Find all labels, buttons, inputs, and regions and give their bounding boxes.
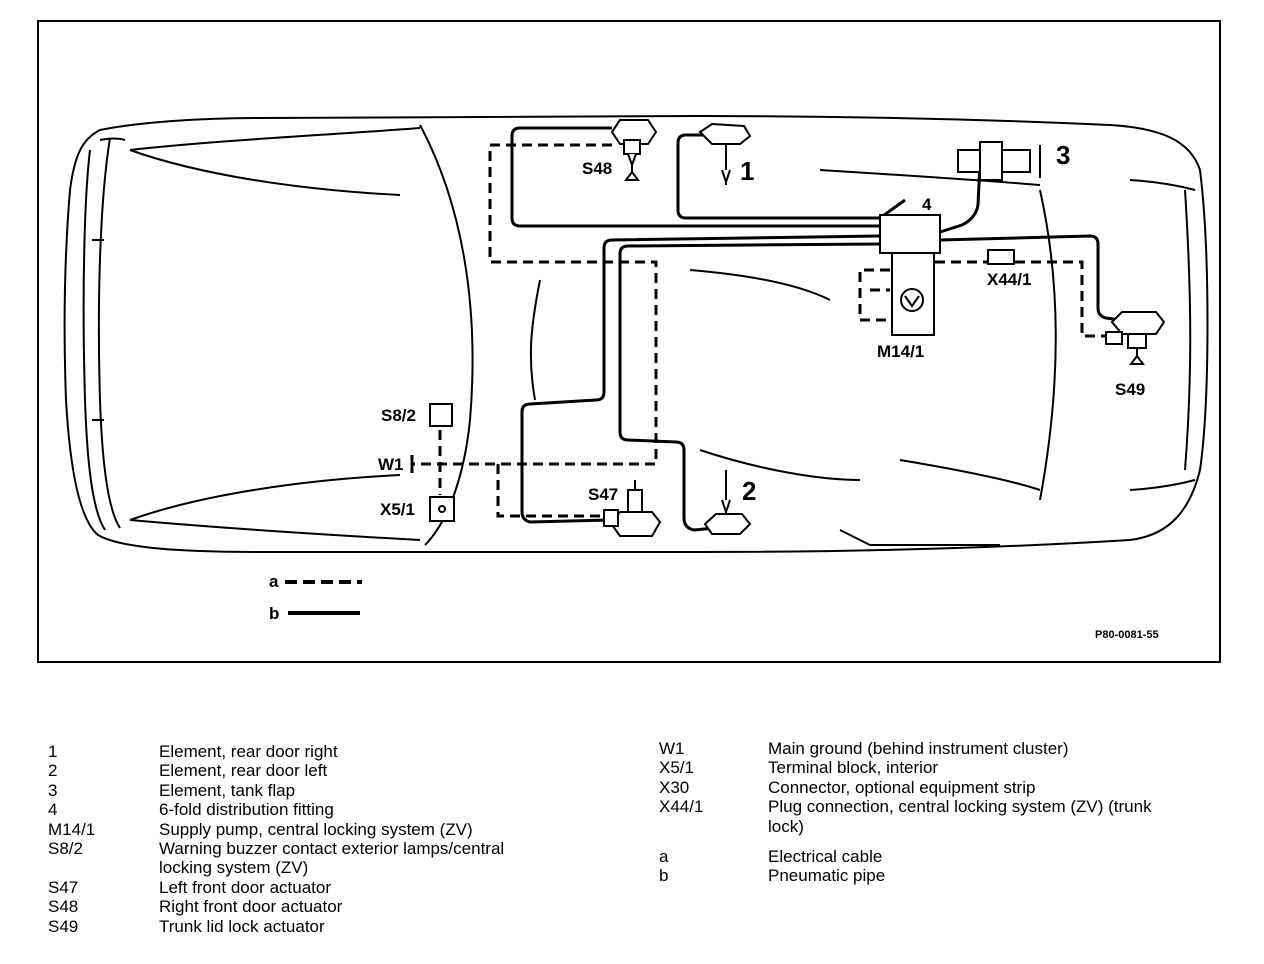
trunk-lid-lock-actuator [1105,311,1166,365]
label-2: 2 [742,476,756,506]
diagram-frame [37,20,1221,663]
legend-desc: Element, rear door right [159,742,338,761]
legend-row: S49 Trunk lid lock actuator [48,917,608,936]
label-s49: S49 [1115,380,1145,399]
legend-right: W1 Main ground (behind instrument cluster… [659,739,1239,886]
legend-row: M14/1 Supply pump, central locking system… [48,820,608,839]
figure-code: P80-0081-55 [1095,629,1159,641]
legend-desc: Warning buzzer contact exterior lamps/ce… [159,838,505,858]
legend-desc: 6-fold distribution fitting [159,800,334,820]
legend-left: 1 Element, rear door right 2 Element, rear… [48,742,608,936]
central-locking-diagram: S48 1 3 4 X44/1 M14/1 S49 S8/2 W1 X5/1 S… [37,20,1221,663]
legend-desc: Element, tank flap [159,780,296,800]
rear-door-right-element [698,122,752,186]
legend-code: b [659,866,669,886]
legend-desc: Terminal block, interior [768,758,939,778]
label-1: 1 [740,156,754,186]
legend-code: S8/2 [48,838,83,858]
electrical-cables [412,143,1118,518]
legend-desc: Main ground (behind instrument cluster) [768,739,1069,758]
label-s47: S47 [588,485,618,504]
legend-code: 4 [48,800,58,820]
legend-code: 1 [48,742,58,761]
legend-desc: Element, rear door left [159,761,328,781]
label-s48: S48 [582,159,612,178]
legend-desc: Plug connection, central locking system … [768,797,1152,817]
label-4: 4 [922,195,932,214]
legend-row: S48 Right front door actuator [48,897,608,916]
key-label-b: b [269,604,279,623]
legend-row: S47 Left front door actuator [48,878,608,897]
legend-row: 2 Element, rear door left [48,761,608,780]
legend-code: S47 [48,877,79,897]
legend-desc: Supply pump, central locking system (ZV) [159,819,473,839]
legend-spacer [659,836,1239,847]
legend-row: S8/2 Warning buzzer contact exterior lamp… [48,839,608,878]
warning-buzzer-contact [429,403,453,427]
legend-code: X44/1 [659,797,704,817]
distribution-fitting [879,214,941,254]
legend-row: W1 Main ground (behind instrument cluster… [659,739,1239,758]
legend-code: 3 [48,780,58,800]
legend-desc: Pneumatic pipe [768,866,886,886]
legend-row: b Pneumatic pipe [659,866,1239,885]
pneumatic-pipes [510,126,1121,532]
label-m14-1: M14/1 [877,342,924,361]
legend-desc: Trunk lid lock actuator [159,916,325,936]
legend-code: S49 [48,916,79,936]
legend-code: W1 [659,739,685,758]
legend-row: a Electrical cable [659,847,1239,866]
legend-desc: Connector, optional equipment strip [768,777,1036,797]
car-outline [63,114,1209,553]
label-w1: W1 [378,455,404,474]
legend-row: 3 Element, tank flap [48,781,608,800]
legend-code: S48 [48,897,79,917]
legend-code: 2 [48,761,58,781]
legend-row: X30 Connector, optional equipment strip [659,778,1239,797]
legend-code: M14/1 [48,819,96,839]
label-3: 3 [1056,140,1070,170]
label-x44-1: X44/1 [987,270,1031,289]
legend-desc: Electrical cable [768,846,883,866]
legend-code: a [659,846,669,866]
trunk-plug-connector [987,249,1015,265]
legend-row: 1 Element, rear door right [48,742,608,761]
legend-desc: Right front door actuator [159,897,343,917]
legend-code: X30 [659,777,690,797]
label-x5-1: X5/1 [380,500,415,519]
legend-desc-continued: locking system (ZV) [159,858,309,878]
terminal-block [429,496,455,522]
supply-pump [891,252,935,336]
left-front-door-actuator [603,480,662,537]
legend-desc-continued: lock) [768,816,804,836]
key-label-a: a [269,572,279,591]
right-front-door-actuator [610,119,658,181]
label-s8-2: S8/2 [381,406,416,425]
tank-flap-element [957,141,1041,181]
legend-row: X44/1 Plug connection, central locking sy… [659,797,1239,836]
legend-code: X5/1 [659,758,694,778]
legend-desc: Left front door actuator [159,877,331,897]
legend-row: X5/1 Terminal block, interior [659,758,1239,777]
rear-door-left-element [703,470,752,535]
legend-row: 4 6-fold distribution fitting [48,800,608,819]
